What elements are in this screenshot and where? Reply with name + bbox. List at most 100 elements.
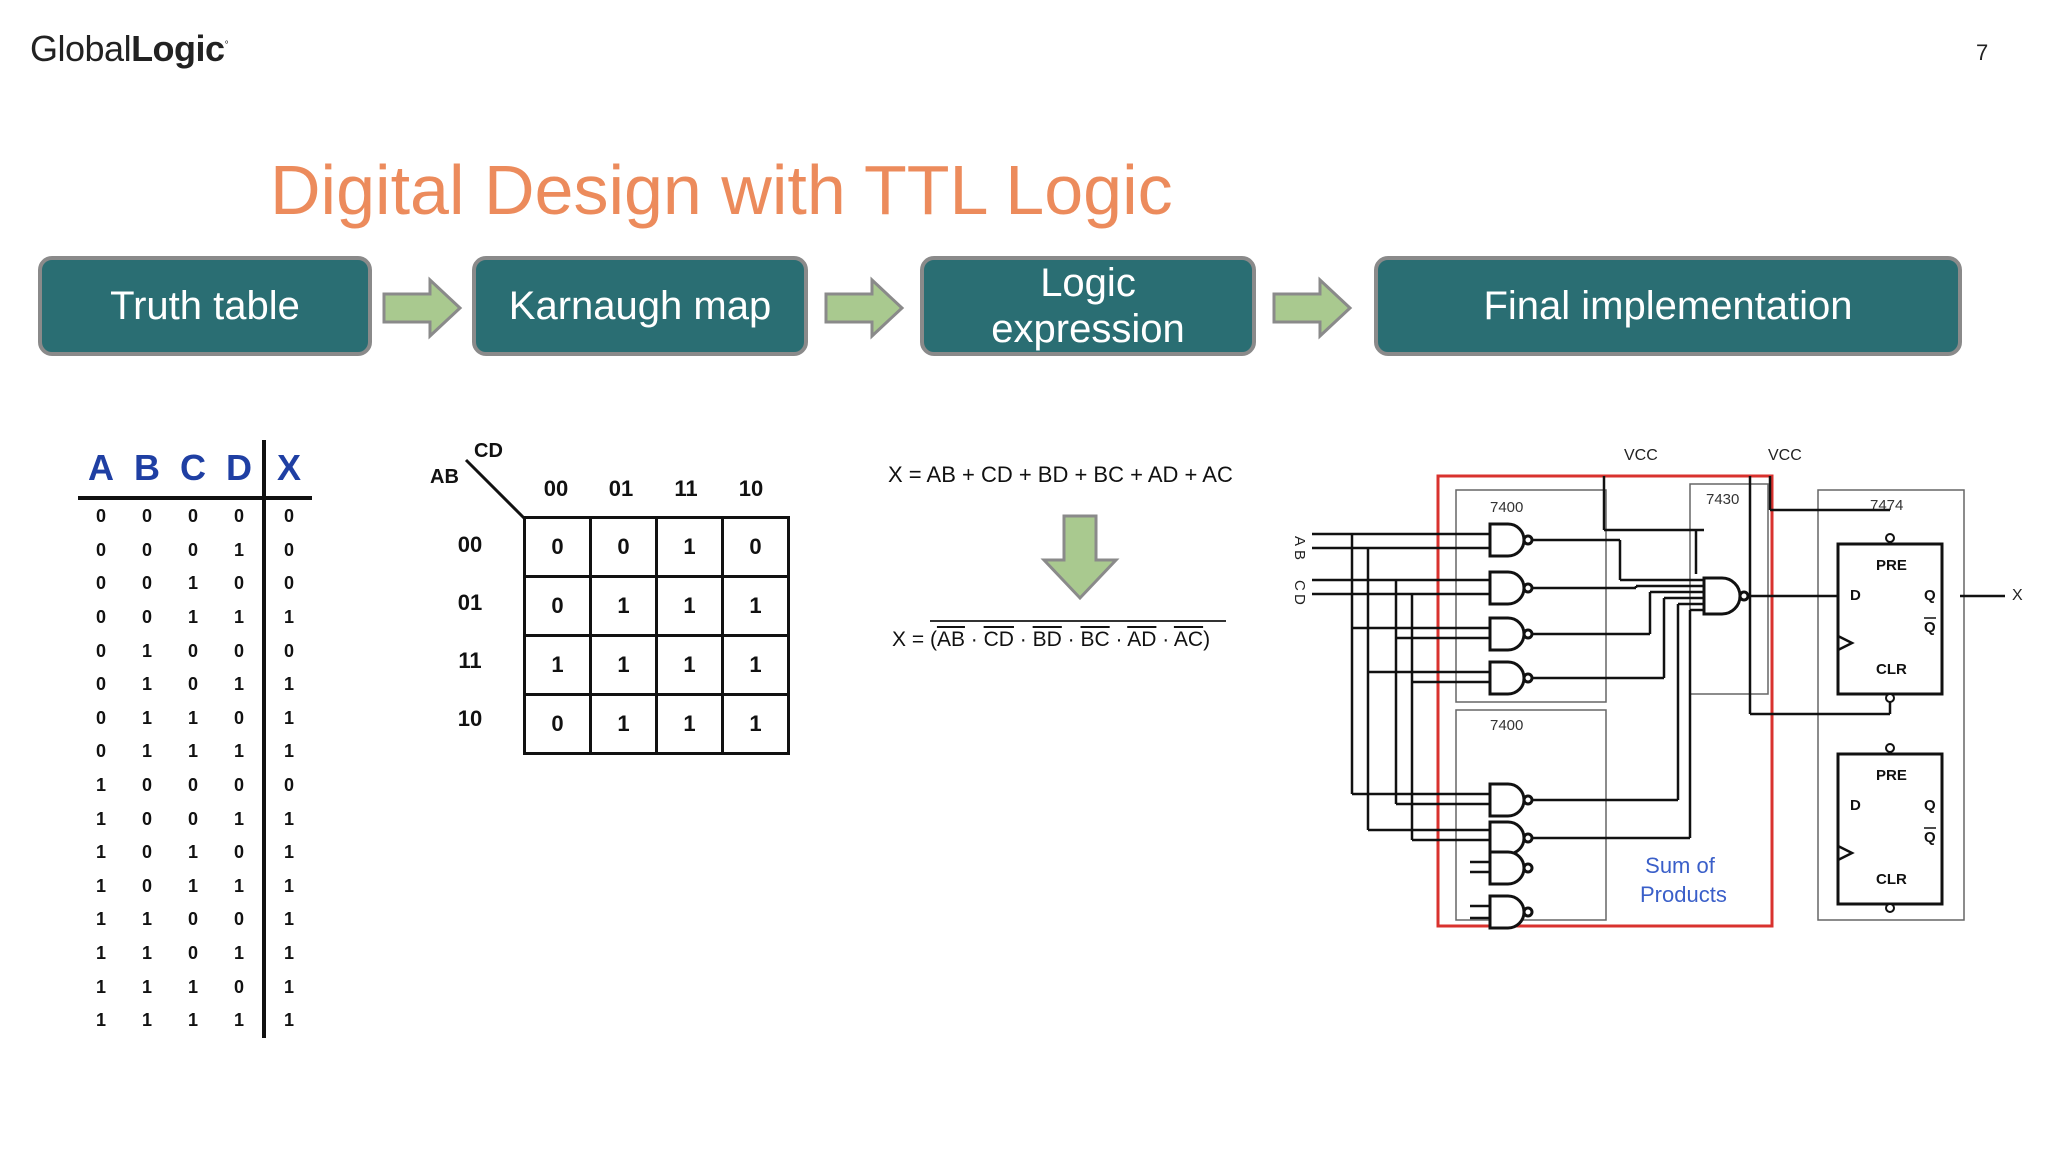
truth-table-cell: 1 xyxy=(262,835,312,870)
truth-table-cell: 1 xyxy=(233,1010,244,1031)
nand-term: AB xyxy=(936,628,965,651)
truth-table-cell: 1 xyxy=(141,674,152,695)
sop-expression: X = AB + CD + BD + BC + AD + AC xyxy=(888,462,1233,487)
truth-table-cell: 0 xyxy=(141,607,152,628)
truth-table-header: D xyxy=(216,440,264,500)
truth-table-cell: 1 xyxy=(262,600,312,635)
truth-table-cell: 1 xyxy=(187,607,198,628)
kmap-col-label: 00 xyxy=(543,476,569,501)
truth-table-header: A xyxy=(78,440,124,500)
truth-table-cell: 0 xyxy=(262,634,312,668)
truth-table-cell: 1 xyxy=(141,707,152,728)
truth-table-cell: 1 xyxy=(187,875,198,896)
truth-table-cell: 1 xyxy=(187,976,198,997)
truth-table-cell: 0 xyxy=(187,943,198,964)
kmap-cell: 1 xyxy=(721,634,790,696)
truth-table-cell: 1 xyxy=(95,808,106,829)
truth-table-cell: 0 xyxy=(95,741,106,762)
truth-table-cell: 1 xyxy=(233,808,244,829)
kmap-col-var: CD xyxy=(474,440,503,462)
kmap-cell: 1 xyxy=(721,693,790,755)
truth-table-cell: 1 xyxy=(262,735,312,769)
circuit-diagram: VCC VCC A B C D 7400 7400 7430 7474 xyxy=(1291,447,2023,930)
page-number: 7 xyxy=(1976,40,1989,65)
truth-table-cell: 1 xyxy=(233,741,244,762)
truth-table-cell: 0 xyxy=(95,674,106,695)
kmap-col-label: 10 xyxy=(738,476,764,501)
truth-table-cell: 1 xyxy=(141,976,152,997)
kmap-cell: 0 xyxy=(523,693,592,755)
truth-table-cell: 0 xyxy=(233,909,244,930)
truth-table-cell: 1 xyxy=(233,875,244,896)
truth-table-cell: 0 xyxy=(141,573,152,594)
kmap-cell: 1 xyxy=(721,575,790,637)
truth-table-cell: 0 xyxy=(187,775,198,796)
truth-table-cell: 0 xyxy=(141,808,152,829)
truth-table-cell: 1 xyxy=(95,943,106,964)
truth-table-cell: 0 xyxy=(233,842,244,863)
step-label: Karnaugh map xyxy=(508,284,772,328)
arrow-right-icon xyxy=(1272,276,1353,340)
kmap-cell: 1 xyxy=(589,693,658,755)
nand-term: AC xyxy=(1173,628,1204,651)
svg-text:D: D xyxy=(1291,594,1308,605)
truth-table-cell: 0 xyxy=(262,498,312,534)
truth-table-cell: 1 xyxy=(95,775,106,796)
truth-table-cell: 1 xyxy=(262,1003,312,1038)
truth-table-cell: 0 xyxy=(141,842,152,863)
kmap-cell: 0 xyxy=(721,516,790,578)
nand-term: CD xyxy=(983,628,1014,651)
truth-table-cell: 0 xyxy=(141,539,152,560)
kmap-row-label: 11 xyxy=(458,648,482,673)
kmap-row-label: 01 xyxy=(457,590,483,615)
truth-table-cell: 0 xyxy=(187,640,198,661)
truth-table-cell: 1 xyxy=(141,909,152,930)
truth-table-cell: 0 xyxy=(187,808,198,829)
truth-table-cell: 0 xyxy=(141,875,152,896)
step-karnaugh-map: Karnaugh map xyxy=(472,256,808,356)
truth-table-cell: 0 xyxy=(95,539,106,560)
truth-table-cell: 0 xyxy=(95,707,106,728)
truth-table-cell: 0 xyxy=(233,976,244,997)
globallogic-logo: GlobalLogic° xyxy=(30,28,229,69)
truth-table-header: X xyxy=(262,440,312,500)
svg-text:PRE: PRE xyxy=(1876,557,1907,574)
truth-table-cell: 0 xyxy=(233,775,244,796)
svg-text:7474: 7474 xyxy=(1870,497,1903,514)
step-label: Final implementation xyxy=(1483,284,1853,328)
truth-table-cell: 1 xyxy=(187,707,198,728)
svg-text:Q: Q xyxy=(1924,829,1936,846)
kmap-cell: 1 xyxy=(655,634,724,696)
svg-text:Q: Q xyxy=(1924,587,1936,604)
kmap-cell: 1 xyxy=(655,693,724,755)
step-label: Truth table xyxy=(110,284,300,328)
svg-text:Q: Q xyxy=(1924,797,1936,814)
truth-table-cell: 0 xyxy=(95,607,106,628)
nand-term: AD xyxy=(1127,628,1157,651)
truth-table-cell: 1 xyxy=(95,842,106,863)
step-truth-table: Truth table xyxy=(38,256,372,356)
kmap-cell: 1 xyxy=(655,516,724,578)
arrow-right-icon xyxy=(824,276,905,340)
kmap-cell: 1 xyxy=(523,634,592,696)
slide-title: Digital Design with TTL Logic xyxy=(270,151,1173,229)
step-final-implementation: Final implementation xyxy=(1374,256,1962,356)
